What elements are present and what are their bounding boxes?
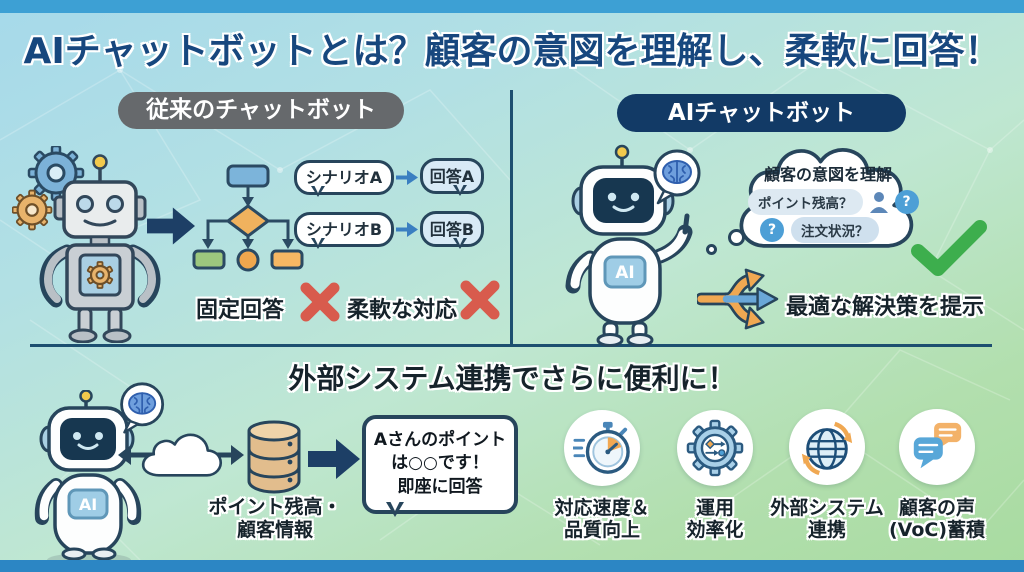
fixed-answer-label: 固定回答 bbox=[196, 298, 285, 323]
speech-line3: 即座に回答 bbox=[397, 476, 483, 497]
scenario-a-arrow-icon bbox=[396, 170, 418, 185]
x-mark-icon bbox=[300, 282, 340, 322]
question-mark-bubble-icon: ? bbox=[760, 218, 784, 242]
answer-a-bubble: 回答A bbox=[420, 158, 484, 196]
ai-robot-icon: AI bbox=[34, 390, 142, 567]
speech-line1: Aさんのポイント bbox=[373, 430, 507, 450]
gear-sliders-icon bbox=[686, 419, 744, 477]
stopwatch-icon bbox=[573, 421, 630, 474]
benefit-label-speed: 対応速度＆ 品質向上 bbox=[554, 497, 650, 542]
thought-row-2: ? 注文状況？ bbox=[760, 217, 879, 243]
database-label-line1: ポイント残高・ bbox=[208, 496, 342, 518]
flexible-response-label: 柔軟な対応 bbox=[347, 298, 458, 323]
scenario-b-arrow-icon bbox=[396, 222, 418, 237]
flowchart-icon bbox=[192, 164, 304, 272]
database-label-line2: 顧客情報 bbox=[236, 518, 313, 541]
ai-chatbot-header: AIチャットボット bbox=[617, 94, 906, 132]
chat-bubbles-icon bbox=[913, 422, 962, 469]
ai-robot-pointing-icon: AI bbox=[565, 144, 693, 347]
benefit-label-voc: 顧客の声 (VoC)蓄積 bbox=[888, 497, 986, 542]
database-icon bbox=[247, 420, 301, 494]
speech-line2: は○○です！ bbox=[391, 453, 489, 474]
benefit-circle-integration bbox=[789, 409, 865, 485]
bottom-section-title: 外部システム連携でさらに便利に！ bbox=[288, 362, 736, 395]
vertical-divider bbox=[510, 90, 513, 346]
database-label: ポイント残高・ 顧客情報 bbox=[200, 496, 350, 542]
traditional-robot-icon bbox=[39, 154, 161, 343]
scenario-b-bubble: シナリオB bbox=[294, 212, 394, 249]
question-mark-bubble-icon: ? bbox=[894, 190, 919, 214]
benefit-circle-efficiency bbox=[677, 410, 753, 486]
gears-decoration-icon bbox=[12, 146, 85, 231]
check-mark-icon bbox=[911, 220, 987, 276]
bottom-accent-strip bbox=[0, 560, 1024, 572]
svg-text:AI: AI bbox=[615, 263, 634, 283]
branching-arrows-icon bbox=[697, 268, 779, 330]
solution-label: 最適な解決策を提示 bbox=[786, 295, 985, 320]
brain-bubble-icon bbox=[653, 149, 701, 205]
answer-b-bubble: 回答B bbox=[420, 211, 484, 249]
globe-sync-icon bbox=[801, 421, 853, 476]
svg-text:AI: AI bbox=[79, 495, 97, 514]
scenario-a-bubble: シナリオA bbox=[294, 160, 394, 197]
right-arrow-icon bbox=[308, 439, 360, 479]
x-mark-icon bbox=[460, 280, 500, 320]
right-arrow-icon bbox=[147, 207, 195, 245]
question-pill-balance: ポイント残高？ bbox=[748, 189, 863, 215]
benefit-circle-speed bbox=[564, 410, 640, 486]
question-pill-order: 注文状況？ bbox=[791, 217, 879, 243]
benefit-circle-voc bbox=[899, 409, 975, 485]
cloud-icon bbox=[141, 433, 223, 477]
thought-title: 顧客の意図を理解 bbox=[763, 165, 892, 184]
person-icon bbox=[869, 192, 888, 213]
benefit-label-integration: 外部システム 連携 bbox=[770, 497, 884, 542]
instant-answer-speech-bubble: Aさんのポイント は○○です！ 即座に回答 bbox=[362, 415, 518, 517]
page-title: AIチャットボットとは？顧客の意図を理解し、柔軟に回答！ bbox=[23, 31, 1001, 72]
brain-bubble-icon bbox=[120, 382, 165, 434]
horizontal-divider bbox=[30, 344, 992, 347]
traditional-chatbot-header: 従来のチャットボット bbox=[118, 92, 404, 129]
top-accent-strip bbox=[0, 0, 1024, 13]
benefit-label-efficiency: 運用 効率化 bbox=[686, 497, 744, 542]
thought-dot bbox=[706, 244, 717, 255]
thought-row-1: ポイント残高？ ? bbox=[748, 189, 919, 215]
